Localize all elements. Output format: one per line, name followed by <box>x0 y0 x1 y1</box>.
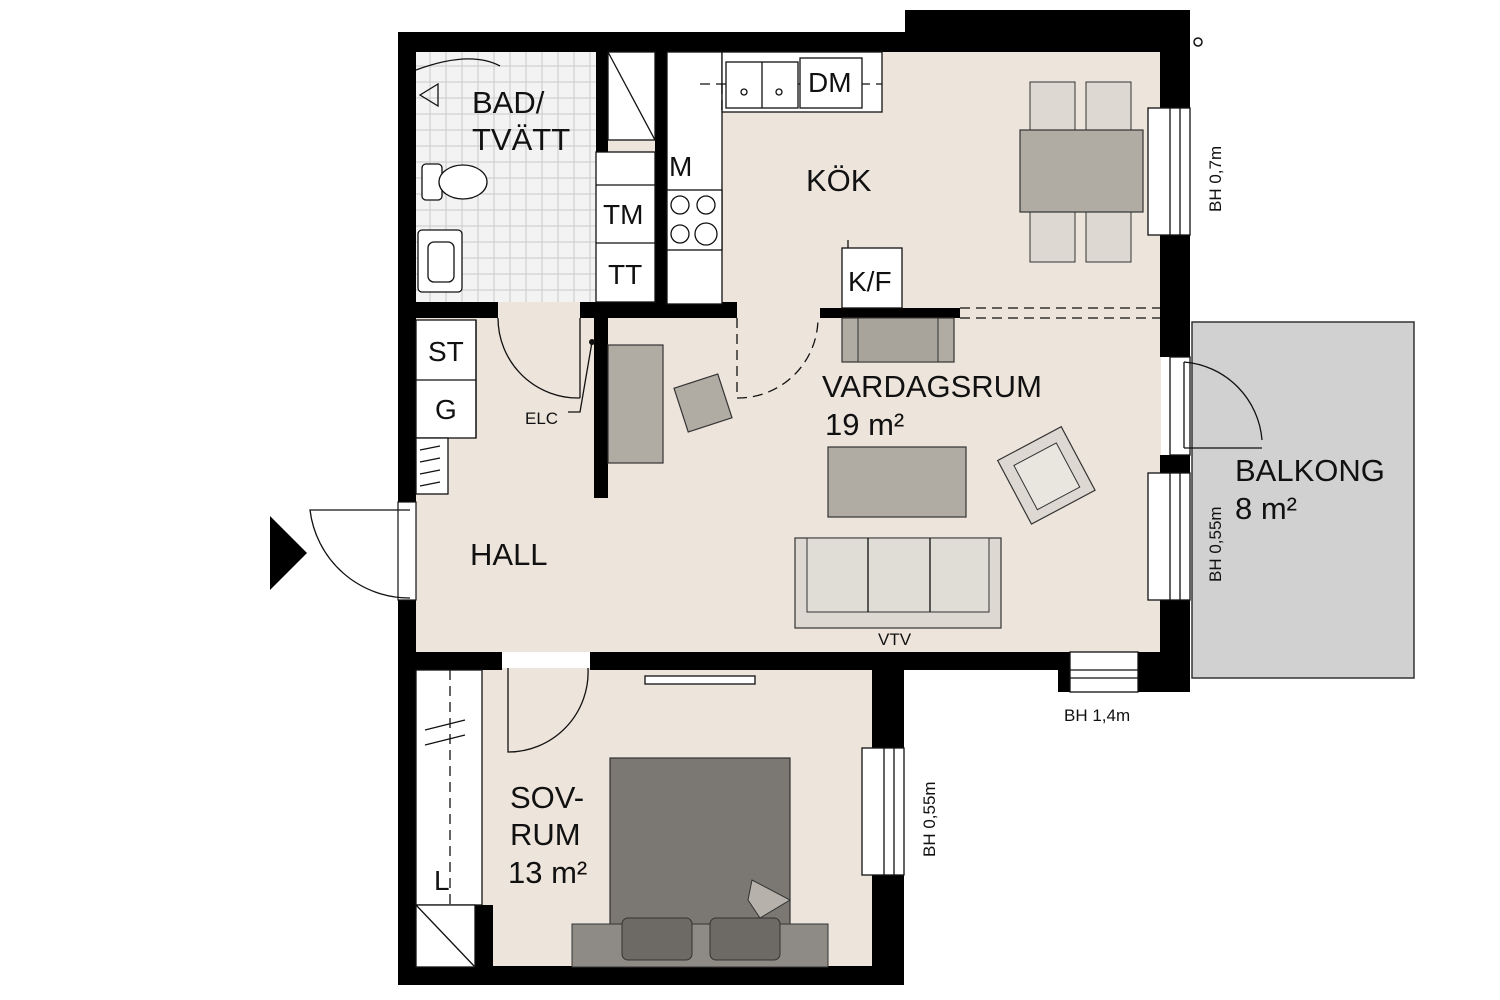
entrance <box>270 501 417 601</box>
coffee-table <box>827 446 967 518</box>
shower-icon <box>415 58 501 108</box>
windows <box>861 107 1263 876</box>
label-dryer: TT <box>608 259 642 290</box>
fridge <box>841 240 903 309</box>
label-wardrobe: G <box>435 394 457 425</box>
label-dishwasher: DM <box>808 67 852 98</box>
label-water-heater: VTV <box>878 630 912 649</box>
window-height-kitchen: BH 0,7m <box>1206 146 1225 212</box>
wardrobe <box>415 669 483 906</box>
stove-icon <box>666 189 723 251</box>
window-living <box>1147 472 1191 601</box>
room-label-hall: HALL <box>470 537 548 572</box>
kitchen-divider <box>960 307 1160 319</box>
room-label-bedroom: SOV- <box>510 780 584 815</box>
armchair-icon <box>673 373 733 433</box>
laundry <box>595 151 656 303</box>
window-height-living: BH 0,55m <box>1206 506 1225 582</box>
window-height-bedroom: BH 0,55m <box>920 781 939 857</box>
label-linen: L <box>434 865 450 896</box>
room-area-bedroom: 13 m² <box>508 855 587 890</box>
room-area-living: 19 m² <box>825 407 904 442</box>
sofa-icon <box>794 537 1002 629</box>
room-label-living: VARDAGSRUM <box>822 369 1042 404</box>
bedroom-furniture <box>415 669 829 968</box>
label-electric: ELC <box>525 409 558 428</box>
label-microwave: M <box>669 151 692 182</box>
room-label-bath: BAD/ <box>472 85 545 120</box>
balcony-floor <box>1191 321 1415 679</box>
bath-fixtures <box>415 51 656 293</box>
kitchen-counter <box>666 51 883 305</box>
window-bedroom <box>861 747 905 876</box>
armchair-right <box>996 425 1096 525</box>
dining-table-icon <box>1019 81 1144 263</box>
room-label-bath-2: TVÄTT <box>472 122 570 157</box>
balcony-door <box>1169 356 1191 456</box>
entrance-arrow-icon <box>270 516 307 590</box>
hall-table <box>607 344 664 464</box>
hall-closets <box>415 319 664 495</box>
room-label-bedroom-2: RUM <box>510 817 581 852</box>
window-height-living-bottom: BH 1,4m <box>1064 706 1130 725</box>
door-swings <box>497 317 819 753</box>
window-kitchen <box>1147 107 1191 236</box>
walls <box>398 10 1190 985</box>
window-living-bottom <box>1069 651 1139 693</box>
label-washer: TM <box>603 199 643 230</box>
marker-dot <box>1193 37 1203 47</box>
label-storage: ST <box>428 336 464 367</box>
room-label-balcony: BALKONG <box>1235 453 1385 488</box>
room-label-kitchen: KÖK <box>806 163 872 198</box>
label-fridge: K/F <box>848 266 892 297</box>
room-area-balcony: 8 m² <box>1235 491 1297 526</box>
